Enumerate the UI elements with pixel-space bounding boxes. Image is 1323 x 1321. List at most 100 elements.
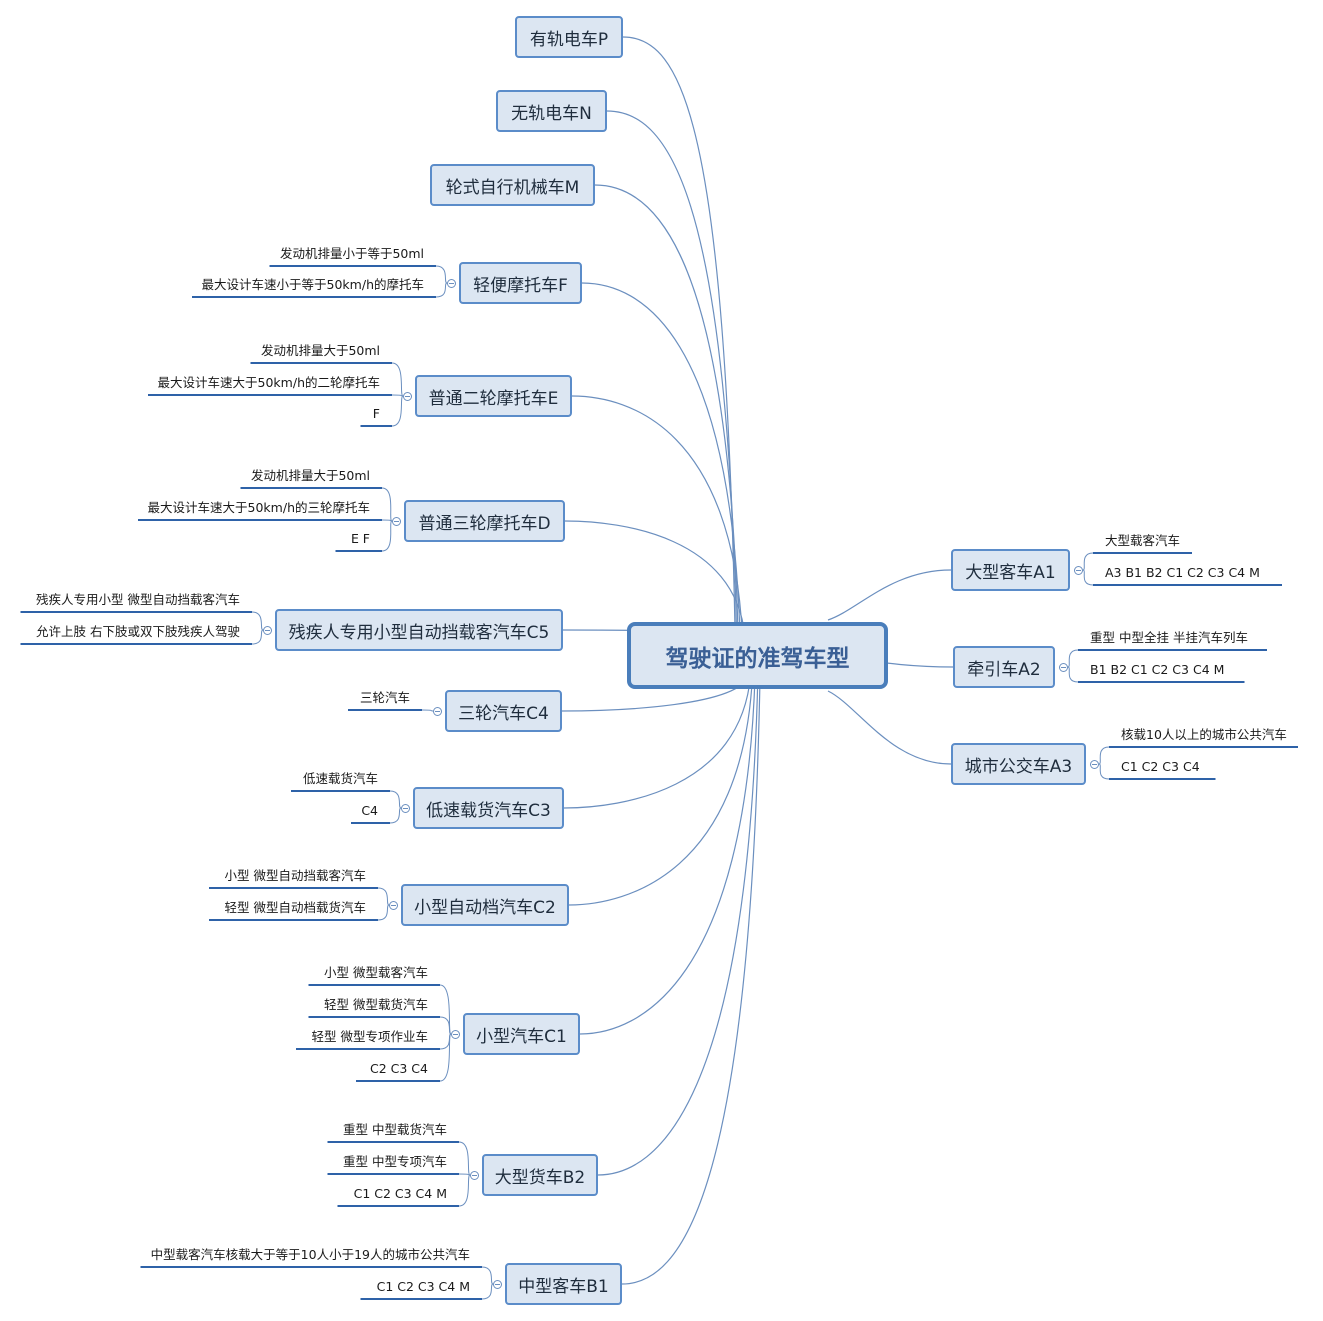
branch-node-n[interactable]: 无轨电车N bbox=[496, 90, 607, 132]
collapse-toggle-icon[interactable] bbox=[1059, 662, 1068, 672]
subtopic-label[interactable]: 最大设计车速大于50km/h的三轮摩托车 bbox=[147, 500, 370, 515]
connector-c1 bbox=[579, 675, 756, 1035]
subtopic-label[interactable]: 最大设计车速大于50km/h的二轮摩托车 bbox=[157, 375, 380, 390]
subtopic-label[interactable]: C4 bbox=[361, 803, 378, 818]
subtopic-label[interactable]: 小型 微型载客汽车 bbox=[324, 965, 428, 980]
connector-f bbox=[581, 282, 741, 636]
collapse-toggle-icon[interactable] bbox=[263, 625, 272, 635]
subtopic-connector bbox=[377, 887, 390, 906]
connector-c3 bbox=[563, 675, 752, 809]
subtopic-connector bbox=[1067, 649, 1079, 668]
root-node[interactable]: 驾驶证的准驾车型 bbox=[627, 622, 888, 689]
collapse-toggle-icon[interactable] bbox=[1074, 565, 1083, 575]
subtopic-label[interactable]: F bbox=[372, 406, 380, 421]
branch-node-a1[interactable]: 大型客车A1 bbox=[951, 549, 1070, 591]
subtopic-label[interactable]: 重型 中型专项汽车 bbox=[343, 1154, 447, 1169]
connector-p bbox=[622, 36, 736, 636]
subtopic-connector bbox=[1082, 552, 1094, 571]
connector-a1 bbox=[827, 569, 952, 621]
connector-e bbox=[571, 395, 743, 636]
subtopic-connector bbox=[391, 395, 404, 427]
subtopic-connector bbox=[435, 265, 448, 284]
subtopic-connector bbox=[1067, 666, 1079, 683]
subtopic-label[interactable]: 中型载客汽车核载大于等于10人小于19人的城市公共汽车 bbox=[150, 1247, 470, 1262]
branch-node-a2[interactable]: 牵引车A2 bbox=[953, 646, 1055, 688]
subtopic-label[interactable]: C2 C3 C4 bbox=[370, 1061, 428, 1076]
branch-node-b2[interactable]: 大型货车B2 bbox=[482, 1154, 598, 1196]
subtopic-label[interactable]: 轻型 微型专项作业车 bbox=[311, 1029, 428, 1044]
subtopic-label[interactable]: 轻型 微型自动档载货汽车 bbox=[224, 900, 366, 915]
subtopic-connector bbox=[1098, 746, 1110, 765]
subtopic-label[interactable]: 大型载客汽车 bbox=[1105, 533, 1181, 548]
branch-node-c2[interactable]: 小型自动档汽车C2 bbox=[401, 884, 569, 926]
subtopic-connector bbox=[1098, 763, 1110, 780]
subtopic-connector bbox=[1082, 569, 1094, 586]
branch-node-c4[interactable]: 三轮汽车C4 bbox=[445, 690, 562, 732]
subtopic-label[interactable]: 重型 中型全挂 半挂汽车列车 bbox=[1090, 630, 1248, 645]
branch-node-f[interactable]: 轻便摩托车F bbox=[459, 262, 582, 304]
subtopic-connector bbox=[381, 487, 393, 522]
collapse-toggle-icon[interactable] bbox=[403, 391, 412, 401]
collapse-toggle-icon[interactable] bbox=[389, 900, 398, 910]
subtopic-connector bbox=[421, 709, 434, 712]
collapse-toggle-icon[interactable] bbox=[433, 706, 442, 716]
subtopic-label[interactable]: C1 C2 C3 C4 M bbox=[353, 1186, 447, 1201]
subtopic-connector bbox=[435, 282, 448, 298]
collapse-toggle-icon[interactable] bbox=[392, 516, 401, 526]
branch-node-c5[interactable]: 残疾人专用小型自动挡载客汽车C5 bbox=[275, 609, 563, 651]
connector-b2 bbox=[597, 675, 759, 1176]
subtopic-label[interactable]: 发动机排量大于50ml bbox=[260, 343, 380, 358]
subtopic-connector bbox=[251, 629, 264, 645]
collapse-toggle-icon[interactable] bbox=[470, 1170, 479, 1180]
subtopic-connector bbox=[481, 1283, 494, 1300]
subtopic-connector bbox=[377, 904, 390, 921]
branch-node-c1[interactable]: 小型汽车C1 bbox=[463, 1013, 580, 1055]
subtopic-connector bbox=[481, 1266, 494, 1285]
subtopic-connector bbox=[381, 520, 393, 552]
subtopic-label[interactable]: 允许上肢 右下肢或双下肢残疾人驾驶 bbox=[36, 624, 240, 639]
subtopic-label[interactable]: 发动机排量大于50ml bbox=[250, 468, 370, 483]
subtopic-label[interactable]: 最大设计车速小于等于50km/h的摩托车 bbox=[201, 277, 424, 292]
subtopic-label[interactable]: 发动机排量小于等于50ml bbox=[279, 246, 424, 261]
subtopic-label[interactable]: C1 C2 C3 C4 bbox=[1121, 759, 1200, 774]
collapse-toggle-icon[interactable] bbox=[451, 1029, 460, 1039]
subtopic-label[interactable]: B1 B2 C1 C2 C3 C4 M bbox=[1090, 662, 1225, 677]
subtopic-connector bbox=[391, 394, 404, 397]
subtopic-label[interactable]: A3 B1 B2 C1 C2 C3 C4 M bbox=[1105, 565, 1260, 580]
connector-a3 bbox=[827, 690, 952, 765]
collapse-toggle-icon[interactable] bbox=[1090, 759, 1099, 769]
collapse-toggle-icon[interactable] bbox=[401, 803, 410, 813]
subtopic-label[interactable]: 轻型 微型载货汽车 bbox=[324, 997, 428, 1012]
subtopic-connector bbox=[458, 1174, 471, 1207]
subtopic-label[interactable]: 低速载货汽车 bbox=[302, 771, 378, 786]
subtopic-connector bbox=[439, 1016, 452, 1035]
connector-m bbox=[594, 184, 739, 636]
branch-node-p[interactable]: 有轨电车P bbox=[515, 16, 623, 58]
subtopic-label[interactable]: 三轮汽车 bbox=[359, 690, 410, 705]
subtopic-label[interactable]: 小型 微型自动挡载客汽车 bbox=[224, 868, 366, 883]
branch-node-d[interactable]: 普通三轮摩托车D bbox=[404, 500, 565, 542]
branch-node-m[interactable]: 轮式自行机械车M bbox=[430, 164, 595, 206]
branch-node-a3[interactable]: 城市公交车A3 bbox=[951, 743, 1086, 785]
subtopic-connector bbox=[439, 1033, 452, 1082]
connector-d bbox=[564, 520, 746, 636]
connector-c2 bbox=[568, 675, 754, 906]
branch-node-c3[interactable]: 低速载货汽车C3 bbox=[413, 787, 564, 829]
collapse-toggle-icon[interactable] bbox=[493, 1279, 502, 1289]
branch-node-b1[interactable]: 中型客车B1 bbox=[505, 1263, 622, 1305]
subtopic-label[interactable]: 重型 中型载货汽车 bbox=[343, 1122, 447, 1137]
subtopic-connector bbox=[391, 362, 404, 397]
subtopic-label[interactable]: 核载10人以上的城市公共汽车 bbox=[1121, 727, 1287, 742]
collapse-toggle-icon[interactable] bbox=[447, 278, 456, 288]
branch-node-e[interactable]: 普通二轮摩托车E bbox=[415, 375, 572, 417]
subtopic-connector bbox=[381, 519, 393, 522]
subtopic-connector bbox=[389, 790, 402, 809]
connector-n bbox=[606, 110, 738, 636]
subtopic-connector bbox=[458, 1173, 471, 1176]
subtopic-label[interactable]: E F bbox=[350, 531, 370, 546]
subtopic-label[interactable]: C1 C2 C3 C4 M bbox=[376, 1279, 470, 1294]
subtopic-label[interactable]: 残疾人专用小型 微型自动挡载客汽车 bbox=[36, 592, 240, 607]
subtopic-connector bbox=[458, 1141, 471, 1176]
